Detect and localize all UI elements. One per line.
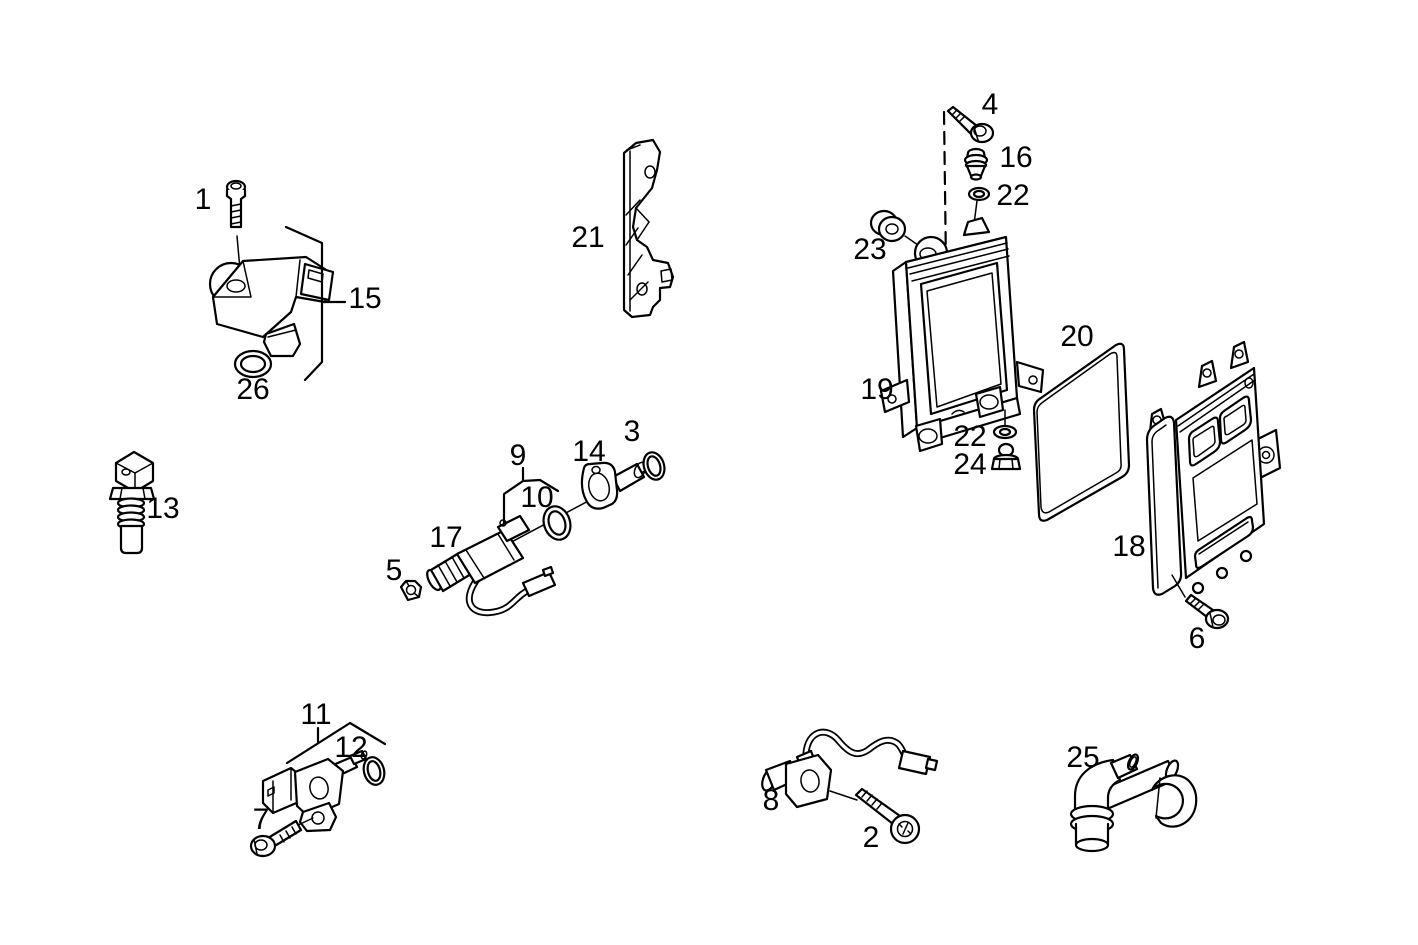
- callout-20-label: 20: [1060, 320, 1093, 353]
- part-sensor-11: [261, 749, 368, 833]
- part-nut-5: [399, 579, 423, 602]
- callout-25-label: 25: [1066, 741, 1099, 774]
- part-grommet-23: [869, 209, 907, 243]
- part-sensor-13: [108, 450, 156, 555]
- callout-7-label: 7: [253, 803, 270, 836]
- callout-6-label: 6: [1189, 622, 1206, 655]
- callout-10-label: 10: [520, 481, 553, 514]
- callout-19-label: 19: [860, 373, 893, 406]
- callout-5-label: 5: [386, 554, 403, 587]
- part-oring-26: [233, 349, 273, 379]
- callout-21-label: 21: [571, 221, 604, 254]
- callout-12-label: 12: [334, 731, 367, 764]
- part-ecu-19: [879, 216, 1045, 453]
- callout-8-label: 8: [763, 784, 780, 817]
- callout-22-top-label: 22: [996, 179, 1029, 212]
- part-bolt-2: [854, 787, 921, 845]
- part-map-sensor-15: [208, 255, 335, 358]
- callout-26-label: 26: [236, 373, 269, 406]
- part-bolt-1: [225, 179, 247, 229]
- part-washer-22-bottom: [992, 424, 1018, 440]
- part-bolt-7: [249, 819, 303, 858]
- callout-17-label: 17: [429, 521, 462, 554]
- callout-16-label: 16: [999, 141, 1032, 174]
- part-nut-24: [990, 442, 1022, 471]
- part-washer-22-top: [967, 186, 991, 202]
- callout-1-label: 1: [195, 183, 212, 216]
- part-bolt-4: [946, 105, 995, 144]
- callout-4-label: 4: [982, 88, 999, 121]
- bracket-line-11: [285, 721, 387, 765]
- bracket-line-15: [284, 225, 347, 382]
- callout-2-label: 2: [863, 821, 880, 854]
- part-bolt-6: [1184, 593, 1230, 630]
- part-ecu-18: [1145, 340, 1282, 596]
- part-elbow-fitting-25: [1069, 753, 1198, 853]
- callout-23-label: 23: [853, 233, 886, 266]
- part-sensor-8: [761, 728, 939, 809]
- callout-18-label: 18: [1112, 530, 1145, 563]
- callout-3-label: 3: [624, 415, 641, 448]
- callout-13-label: 13: [146, 492, 179, 525]
- callout-14-label: 14: [572, 435, 605, 468]
- assembly-axis-dashed-line: [942, 110, 948, 268]
- callout-22-bottom-label: 22: [953, 420, 986, 453]
- part-bracket-21: [622, 138, 675, 319]
- callout-24-label: 24: [953, 448, 986, 481]
- part-sensor-16: [963, 147, 989, 181]
- part-oring-10: [542, 505, 572, 541]
- leader-line-2: [829, 790, 858, 801]
- callout-15-label: 15: [348, 282, 381, 315]
- bracket-line-9: [502, 466, 560, 537]
- part-oring-3: [642, 451, 666, 481]
- part-sensor-17: [426, 514, 557, 617]
- callout-11-label: 11: [300, 698, 331, 731]
- part-gasket-20: [1032, 342, 1131, 522]
- callout-9-label: 9: [510, 439, 527, 472]
- part-sensor-14: [580, 461, 647, 510]
- leader-line-6: [1171, 574, 1186, 598]
- part-oring-12: [362, 756, 386, 786]
